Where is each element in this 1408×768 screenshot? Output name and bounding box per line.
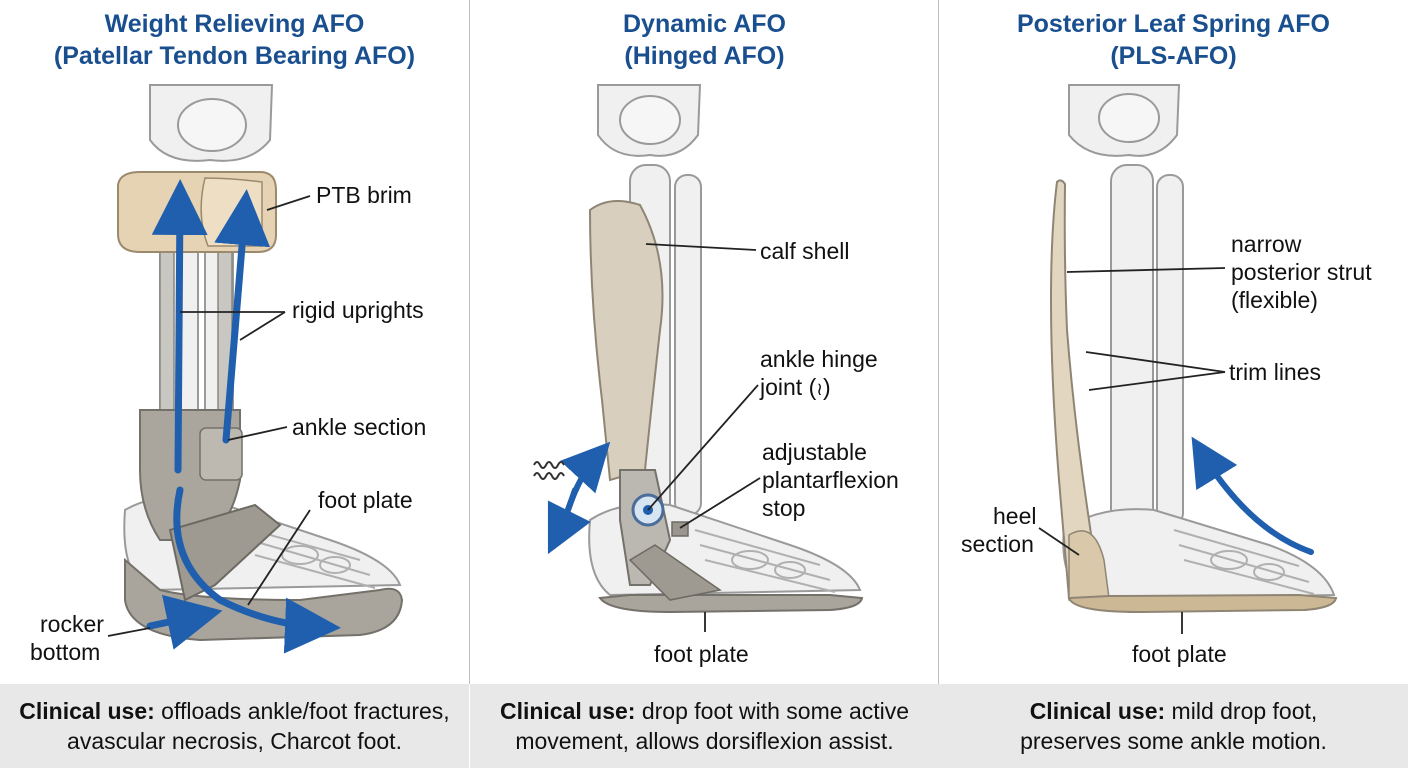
clinical-use-prefix: Clinical use: [19, 698, 155, 724]
clinical-use-box: Clinical use: offloads ankle/foot fractu… [0, 684, 469, 768]
label-rigid-uprights: rigid uprights [292, 297, 424, 323]
label-calf-shell: calf shell [760, 238, 850, 264]
spring-icon: ≀ [816, 379, 823, 399]
clinical-use-text: drop foot with some active [635, 698, 910, 724]
panel-subtitle: (PLS-AFO) [1110, 42, 1237, 70]
leader-lines [107, 195, 311, 637]
panel-divider [938, 0, 939, 684]
label-plantarflexion: plantarflexion [762, 467, 899, 493]
clinical-use-text-2: avascular necrosis, Charcot foot. [67, 728, 402, 754]
ankle-section [139, 409, 243, 541]
label-posterior-strut: posterior strut [1231, 259, 1372, 285]
panel-title: Weight Relieving AFO [104, 10, 365, 38]
label-heel: heel [993, 503, 1037, 529]
clinical-use-prefix: Clinical use: [1029, 698, 1166, 724]
panel-divider [469, 0, 470, 684]
label-joint: joint (≀) [760, 374, 831, 400]
leg-bones [1062, 84, 1336, 602]
label-stop: stop [762, 495, 806, 521]
load-arrows [146, 179, 341, 654]
label-trim-lines: trim lines [1229, 359, 1322, 385]
leader-lines [645, 243, 761, 632]
label-foot-plate: foot plate [318, 487, 413, 513]
leader-lines [1038, 267, 1226, 634]
foot-plate [1067, 593, 1338, 614]
hinged-afo-illustration [533, 84, 864, 632]
spring-icon [533, 461, 565, 469]
panel-subtitle: (Patellar Tendon Bearing AFO) [53, 42, 416, 70]
panel-weight-relieving-afo: Weight Relieving AFO (Patellar Tendon Be… [0, 0, 469, 768]
clinical-use-text-2: preserves some ankle motion. [1020, 728, 1327, 754]
panel-title: Posterior Leaf Spring AFO [1016, 10, 1330, 38]
ptb-afo-illustration [107, 84, 404, 654]
dorsiflexion-arrow [1191, 436, 1314, 555]
panel-dynamic-afo: Dynamic AFO (Hinged AFO) [470, 0, 939, 768]
foot-plate [598, 544, 864, 614]
foot-bones [1173, 529, 1315, 595]
label-ankle-hinge: ankle hinge [760, 346, 878, 372]
label-bottom: bottom [30, 639, 101, 665]
ptb-brim [117, 171, 277, 253]
panel-subtitle: (Hinged AFO) [624, 42, 785, 70]
label-rocker: rocker [40, 611, 104, 637]
foot-bones [694, 529, 836, 593]
label-flexible: (flexible) [1231, 287, 1318, 313]
label-adjustable: adjustable [762, 439, 867, 465]
clinical-use-text: offloads ankle/foot fractures, [154, 698, 450, 724]
posterior-strut [1049, 179, 1110, 601]
label-foot-plate: foot plate [654, 641, 749, 667]
calf-shell [588, 200, 664, 482]
clinical-use-box: Clinical use: mild drop foot, preserves … [939, 684, 1408, 768]
label-foot-plate: foot plate [1132, 641, 1227, 667]
pls-afo-illustration [1038, 84, 1338, 634]
panel-pls-afo: Posterior Leaf Spring AFO (PLS-AFO) [939, 0, 1408, 768]
clinical-use-text-2: movement, allows dorsiflexion assist. [515, 728, 894, 754]
panel-title: Dynamic AFO [622, 10, 786, 38]
label-narrow: narrow [1231, 231, 1302, 257]
clinical-use-text: mild drop foot, [1165, 698, 1318, 724]
clinical-use-box: Clinical use: drop foot with some active… [470, 684, 939, 768]
label-section: section [961, 531, 1034, 557]
clinical-use-prefix: Clinical use: [499, 698, 636, 724]
motion-arrow [547, 441, 611, 555]
label-ankle-section: ankle section [292, 414, 427, 440]
label-ptb-brim: PTB brim [316, 182, 412, 208]
